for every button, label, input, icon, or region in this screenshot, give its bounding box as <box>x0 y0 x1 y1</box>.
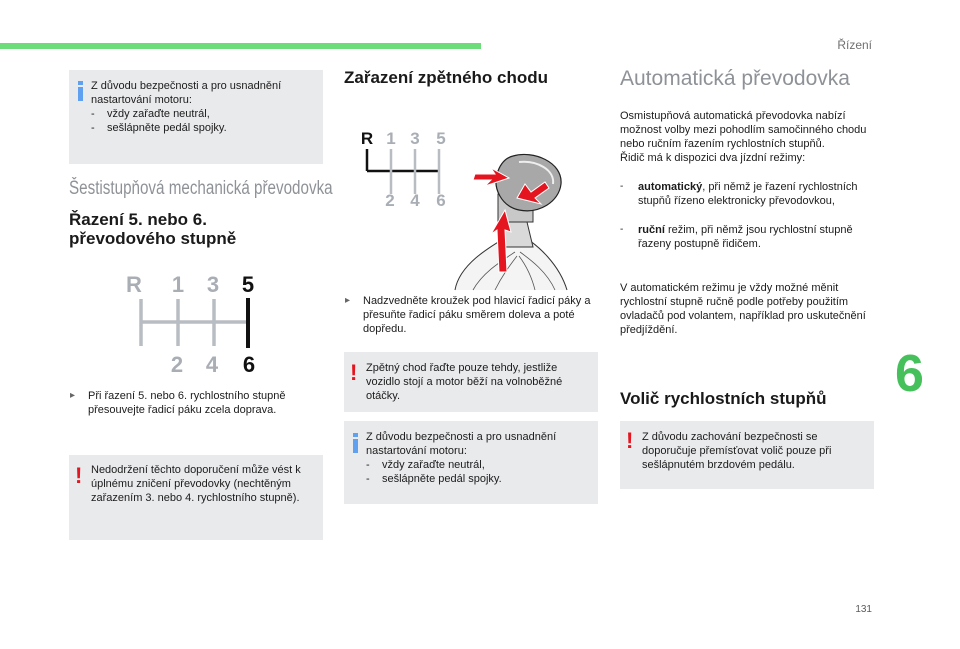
paragraph: Řidič má k dispozici dva jízdní režimy: <box>620 152 806 164</box>
arrow-bullet-icon: ▸ <box>345 295 351 306</box>
info-item: sešlápněte pedál spojky. <box>107 122 227 134</box>
section-label: Řízení <box>837 38 872 52</box>
reverse-step: ▸ Nadzvedněte kroužek pod hlavicí řadicí… <box>345 294 595 336</box>
warning-text: Zpětný chod řaďte pouze tehdy, jestliže … <box>366 362 563 402</box>
shift-title-line2: převodového stupně <box>69 229 237 248</box>
mode-item-manual: - ruční režim, při němž jsou rychlostní … <box>620 224 853 250</box>
gear-label-6: 6 <box>436 191 445 210</box>
automatic-manual-note: V automatickém režimu je vždy možné měni… <box>620 282 866 336</box>
manual-gearbox-title: Šestistupňová mechanická převodovka <box>69 178 333 199</box>
header-accent-bar <box>0 43 481 49</box>
info-item: vždy zařaďte neutrál, <box>382 459 485 471</box>
gear-label-2: 2 <box>385 191 394 210</box>
info-icon <box>78 81 83 101</box>
page-number: 131 <box>855 604 872 615</box>
gear-label-1: 1 <box>386 129 395 148</box>
gear-label-3: 3 <box>207 272 219 297</box>
gear-label-r: R <box>361 129 373 148</box>
shift-title-line1: Řazení 5. nebo 6. <box>69 210 207 229</box>
gear-label-3: 3 <box>410 129 419 148</box>
warning-icon: ! <box>626 428 634 453</box>
gear-label-4: 4 <box>206 352 219 377</box>
gear-label-2: 2 <box>171 352 183 377</box>
info-item: sešlápněte pedál spojky. <box>382 473 502 485</box>
arrow-bullet-icon: ▸ <box>70 390 76 401</box>
mode-text: , při němž je řazení rychlostních stupňů… <box>638 181 858 207</box>
info-item: vždy zařaďte neutrál, <box>107 108 210 120</box>
info-intro: Z důvodu bezpečnosti a pro usnadnění nas… <box>366 431 557 457</box>
gear-diagram-left: R 1 3 5 2 4 6 <box>126 272 255 377</box>
reverse-gear-illustration: R 1 3 5 2 4 6 <box>361 129 568 291</box>
info-icon <box>353 433 358 453</box>
automatic-gearbox-title: Automatická převodovka <box>620 67 850 90</box>
gear-label-5: 5 <box>436 129 445 148</box>
step-text: Při řazení 5. nebo 6. rychlostního stupn… <box>88 390 286 416</box>
info-box-left: Z důvodu bezpečnosti a pro usnadnění nas… <box>69 70 323 164</box>
chapter-number: 6 <box>895 345 924 403</box>
automatic-intro: Osmistupňová automatická převodovka nabí… <box>620 109 878 165</box>
mode-item-automatic: - automatický, při němž je řazení rychlo… <box>620 181 858 207</box>
gear-knob-icon <box>454 153 568 291</box>
gear-label-1: 1 <box>172 272 184 297</box>
mode-name: automatický <box>638 181 703 193</box>
warning-icon: ! <box>350 360 358 385</box>
mode-name: ruční <box>638 224 665 236</box>
warning-box-right: ! Z důvodu zachování bezpečnosti se dopo… <box>620 421 874 489</box>
warning-icon: ! <box>75 463 83 488</box>
warning-text: Z důvodu zachování bezpečnosti se doporu… <box>642 431 832 471</box>
reverse-gear-title: Zařazení zpětného chodu <box>344 68 549 87</box>
warning-text: Nedodržení těchto doporučení může vést k… <box>91 464 301 504</box>
shift-step-left: ▸ Při řazení 5. nebo 6. rychlostního stu… <box>70 389 316 417</box>
gear-label-r: R <box>126 272 142 297</box>
paragraph: Osmistupňová automatická převodovka nabí… <box>620 110 867 150</box>
gear-label-6: 6 <box>243 352 255 377</box>
gear-label-5: 5 <box>242 272 254 297</box>
mode-text: režim, při němž jsou rychlostní stupně ř… <box>638 224 853 250</box>
gear-label-4: 4 <box>410 191 420 210</box>
info-intro: Z důvodu bezpečnosti a pro usnadnění nas… <box>91 80 282 106</box>
warning-box-left: ! Nedodržení těchto doporučení může vést… <box>69 455 323 540</box>
warning-box-middle: ! Zpětný chod řaďte pouze tehdy, jestliž… <box>344 352 598 412</box>
movement-arrow-icon <box>472 167 550 273</box>
info-box-middle: Z důvodu bezpečnosti a pro usnadnění nas… <box>344 421 598 504</box>
step-text: Nadzvedněte kroužek pod hlavicí řadicí p… <box>363 295 591 335</box>
selector-title: Volič rychlostních stupňů <box>620 389 827 408</box>
